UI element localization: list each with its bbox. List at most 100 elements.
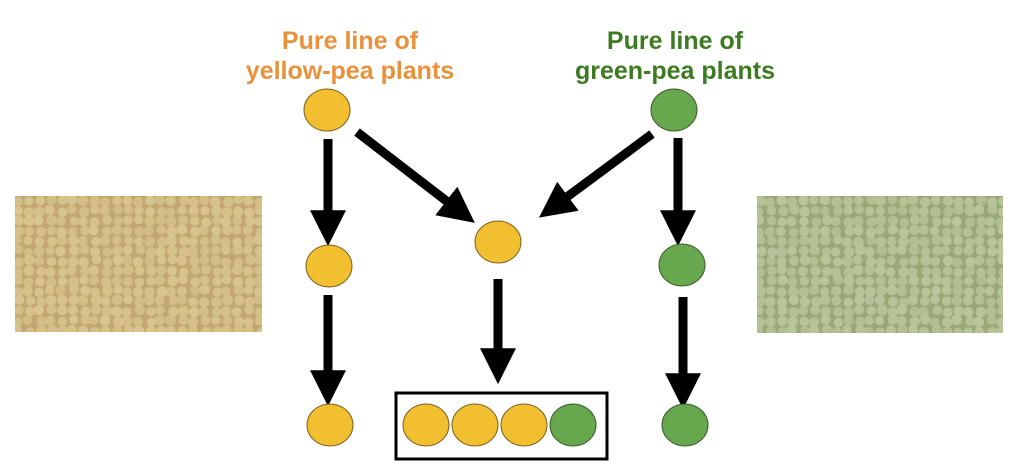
photo-pea <box>974 255 985 266</box>
photo-pea <box>35 276 45 287</box>
photo-pea <box>908 324 918 333</box>
photo-pea <box>221 325 232 332</box>
photo-pea <box>254 254 262 265</box>
f2-offspring-pea <box>500 403 548 447</box>
photo-pea <box>919 215 929 225</box>
photo-pea <box>875 206 886 216</box>
photo-pea <box>951 225 963 237</box>
photo-pea <box>854 294 865 305</box>
photo-pea <box>89 326 100 332</box>
photo-pea <box>255 315 262 326</box>
photo-pea <box>918 327 930 333</box>
photo-pea <box>821 324 832 333</box>
photo-pea <box>221 207 233 218</box>
photo-pea <box>789 227 799 238</box>
photo-pea <box>212 276 222 287</box>
photo-pea <box>199 236 210 247</box>
photo-pea <box>66 196 78 205</box>
photo-pea <box>787 316 798 327</box>
photo-pea <box>201 217 212 228</box>
photo-pea <box>199 297 210 308</box>
yellow-selfed-pea <box>305 244 353 288</box>
photo-pea <box>156 225 167 235</box>
photo-pea <box>831 326 842 333</box>
photo-pea <box>887 215 898 226</box>
green-parent-pea <box>650 88 698 132</box>
photo-pea <box>177 295 187 305</box>
photo-pea <box>976 275 987 286</box>
photo-pea <box>757 316 766 328</box>
photo-pea <box>942 266 953 276</box>
photo-pea <box>80 266 90 277</box>
photo-pea <box>896 286 908 297</box>
photo-pea <box>23 265 35 276</box>
photo-pea <box>22 315 33 325</box>
photo-pea <box>852 264 864 276</box>
photo-pea <box>863 326 874 333</box>
photo-pea <box>122 226 133 237</box>
photo-pea <box>24 196 34 206</box>
photo-pea <box>220 237 231 248</box>
photo-pea <box>99 314 111 326</box>
photo-pea <box>809 226 820 237</box>
photo-pea <box>766 256 776 266</box>
photo-pea <box>90 294 102 306</box>
photo-pea <box>121 254 133 266</box>
photo-pea <box>929 225 940 236</box>
photo-pea <box>113 284 123 295</box>
photo-pea <box>134 296 145 307</box>
photo-pea <box>909 316 920 327</box>
photo-pea <box>777 264 787 275</box>
photo-pea <box>122 264 134 276</box>
photo-pea <box>820 206 830 216</box>
yellow-title-line2: yellow-pea plants <box>245 57 455 85</box>
photo-pea <box>987 204 998 215</box>
photo-pea <box>788 294 799 306</box>
photo-pea <box>122 196 133 206</box>
photo-pea <box>866 305 877 316</box>
photo-pea <box>941 227 952 238</box>
photo-pea <box>100 296 111 307</box>
photo-pea <box>244 235 255 246</box>
photo-pea <box>133 214 144 225</box>
photo-pea <box>843 267 855 278</box>
photo-pea <box>887 296 899 307</box>
photo-pea <box>179 235 190 246</box>
photo-pea <box>254 307 262 318</box>
photo-pea <box>962 227 973 238</box>
photo-pea <box>33 304 45 316</box>
photo-pea <box>852 254 863 265</box>
photo-pea <box>866 196 877 205</box>
photo-pea <box>146 325 156 332</box>
photo-pea <box>15 267 23 277</box>
photo-pea <box>57 207 68 217</box>
photo-pea <box>864 264 876 276</box>
photo-pea <box>799 225 810 237</box>
photo-pea <box>963 245 974 256</box>
photo-pea <box>995 217 1003 228</box>
photo-pea <box>132 256 144 268</box>
photo-pea <box>200 275 210 285</box>
photo-pea <box>941 317 953 328</box>
photo-pea <box>987 237 997 247</box>
photo-pea <box>765 306 776 317</box>
photo-pea <box>820 306 831 317</box>
photo-pea <box>187 246 199 258</box>
photo-pea <box>953 204 964 215</box>
photo-pea <box>822 215 833 226</box>
photo-pea <box>89 196 100 207</box>
photo-pea <box>975 225 987 236</box>
photo-pea <box>865 206 875 216</box>
photo-pea <box>211 307 222 317</box>
photo-pea <box>211 225 222 236</box>
photo-pea <box>843 275 855 287</box>
photo-pea <box>90 287 100 297</box>
photo-pea <box>757 277 764 287</box>
photo-pea <box>997 254 1003 265</box>
photo-pea <box>168 306 179 317</box>
photo-pea <box>908 205 920 216</box>
photo-pea <box>974 235 985 246</box>
photo-pea <box>997 207 1003 217</box>
photo-pea <box>909 236 920 247</box>
photo-pea <box>833 274 844 285</box>
